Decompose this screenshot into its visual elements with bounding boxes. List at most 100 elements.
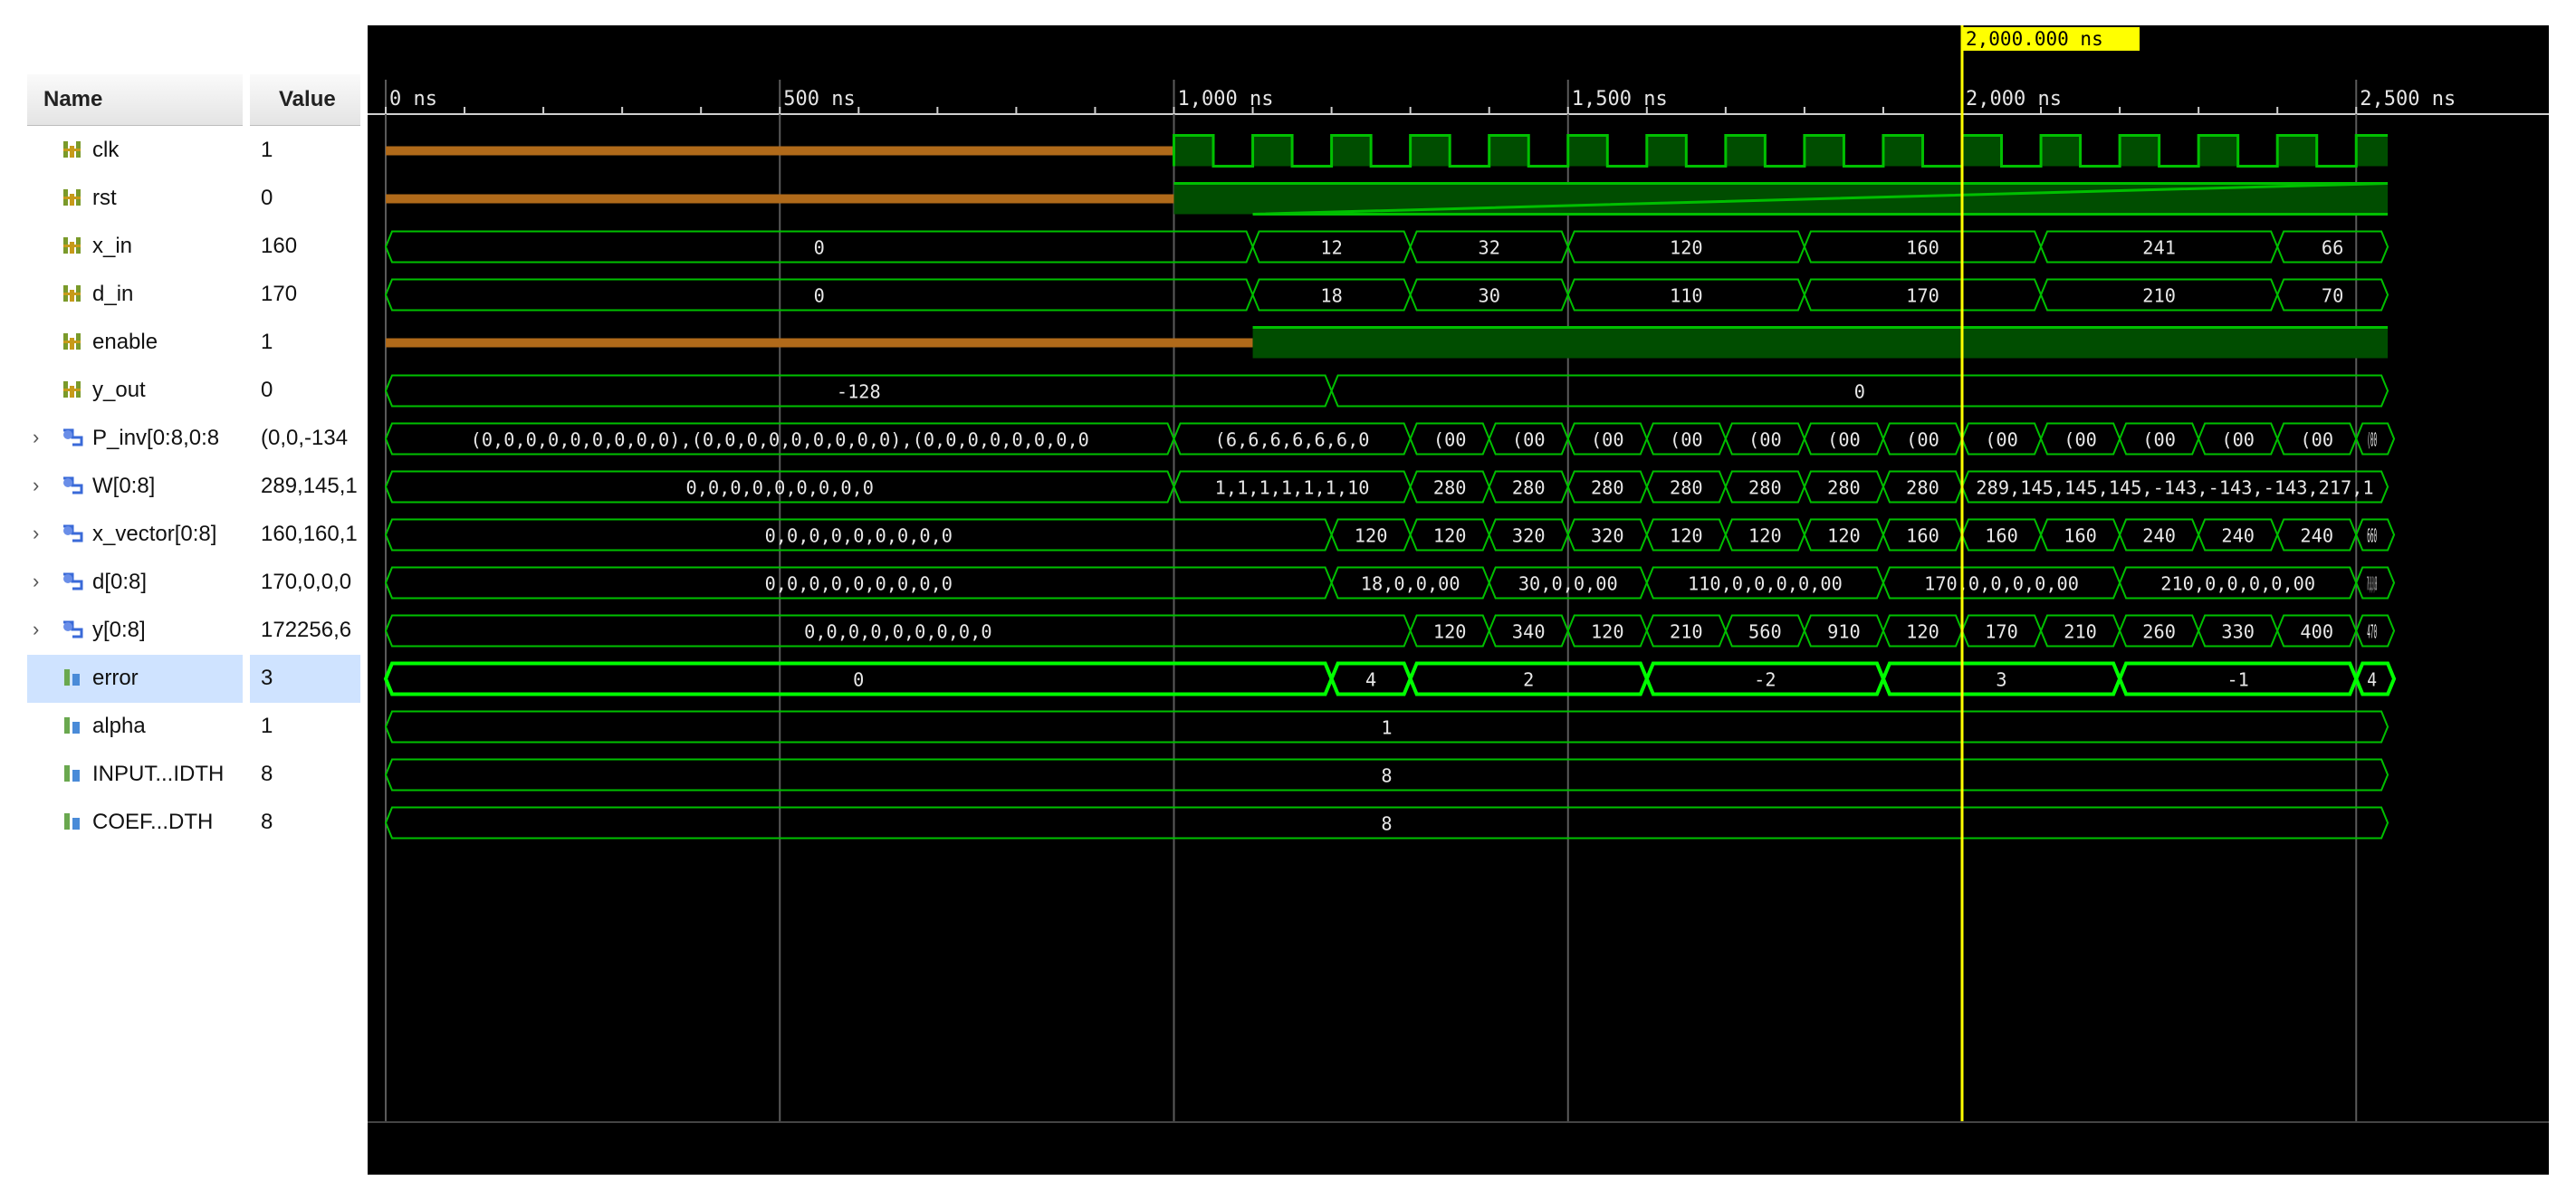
- waveform-scroll-area[interactable]: [368, 1121, 2549, 1175]
- signal-value: 170,0,0,0: [261, 570, 352, 594]
- bus-value-label: 1: [1381, 717, 1392, 739]
- scalar-signal-icon: [63, 189, 81, 206]
- bus-segment: [2355, 614, 2396, 648]
- bus-value-label: 0,0,0,0,0,0,0,0,0: [765, 525, 953, 547]
- bus-value-label: 320: [1512, 525, 1546, 547]
- parameter-icon: [64, 813, 80, 830]
- signal-name: P_inv[0:8,0:8: [92, 426, 220, 450]
- value-column-header[interactable]: Value: [279, 87, 336, 111]
- bus-value-label: 4: [1365, 669, 1376, 691]
- array-signal-icon: [63, 476, 83, 494]
- bit-high-fill: [1252, 327, 2389, 359]
- undefined-value-bar: [386, 194, 1174, 204]
- signal-name: COEF...DTH: [92, 810, 214, 834]
- bus-value-label: 0: [853, 669, 864, 691]
- array-signal-icon: [63, 524, 83, 542]
- clock-high-fill: [2198, 135, 2238, 167]
- clock-high-fill: [1173, 135, 1214, 167]
- expand-chevron-icon[interactable]: ›: [33, 426, 40, 448]
- bus-value-label: 120: [1670, 525, 1703, 547]
- time-cursor-label: 2,000.000 ns: [1966, 28, 2103, 50]
- clock-high-fill: [1331, 135, 1372, 167]
- signal-row[interactable]: ›W[0:8]289,145,1: [27, 463, 366, 511]
- bus-value-label: 120: [1433, 525, 1467, 547]
- bus-value-label: 240: [2221, 525, 2255, 547]
- bus-value-label: 120: [1906, 621, 1939, 643]
- signal-name: d[0:8]: [92, 570, 148, 594]
- signal-row[interactable]: COEF...DTH 8: [27, 799, 366, 847]
- clock-high-fill: [1410, 135, 1451, 167]
- signal-value: (0,0,-134: [261, 426, 349, 450]
- bus-value-label: (6,6,6,6,6,6,0: [1215, 429, 1370, 451]
- bus-value-label: 120: [1748, 525, 1782, 547]
- signal-row[interactable]: ›y[0:8]172256,6: [27, 607, 366, 655]
- signal-name: y_out: [92, 378, 146, 402]
- bus-value-label: 210: [1670, 621, 1703, 643]
- bus-value-label: 160: [1906, 525, 1939, 547]
- signal-value: 3: [261, 666, 273, 690]
- bus-value-label: -1: [2226, 669, 2248, 691]
- array-signal-icon: [63, 572, 83, 590]
- bus-value-label: 280: [1670, 477, 1703, 499]
- expand-chevron-icon[interactable]: ›: [33, 618, 40, 640]
- bus-value-label: (00: [2221, 429, 2255, 451]
- bus-value-label: 0: [814, 285, 825, 307]
- bus-value-label: 30,0,0,00: [1518, 573, 1618, 595]
- expand-chevron-icon[interactable]: ›: [33, 570, 40, 592]
- panel-wave-divider[interactable]: [360, 25, 368, 1173]
- bus-value-label: 170,0,0,0,0,00: [1924, 573, 2079, 595]
- signal-row[interactable]: › P_inv[0:8,0:8 (0,0,-134: [27, 415, 366, 463]
- bus-value-label: 160: [1985, 525, 2018, 547]
- bus-value-label: 120: [1827, 525, 1861, 547]
- name-column-header[interactable]: Name: [43, 87, 103, 111]
- bus-value-label: 260: [2142, 621, 2176, 643]
- bus-value-label: 160: [1906, 237, 1939, 259]
- signal-name: INPUT...IDTH: [92, 762, 225, 786]
- signal-value: 8: [261, 810, 273, 834]
- signal-name: rst: [92, 186, 117, 210]
- bus-segment: [2355, 566, 2396, 600]
- bus-value-label: (00: [1512, 429, 1546, 451]
- signal-row[interactable]: › d[0:8] 170,0,0,0: [27, 559, 366, 607]
- bus-value-label: 910: [1827, 621, 1861, 643]
- clock-high-fill: [1646, 135, 1687, 167]
- expand-chevron-icon[interactable]: ›: [33, 474, 40, 496]
- clock-high-fill: [1567, 135, 1608, 167]
- bus-value-label: 280: [1906, 477, 1939, 499]
- bus-signal-icon: [63, 237, 81, 254]
- signal-value: 1: [261, 714, 273, 738]
- bus-segment: [384, 806, 2389, 840]
- bus-value-label: (0,0,0,0,0,0,0,0,0),(0,0,0,0,0,0,0,0,0),…: [471, 429, 1089, 451]
- bus-value-label: 8: [1381, 813, 1392, 835]
- time-ruler-label: 500 ns: [783, 88, 855, 110]
- bus-value-label: 70: [2322, 285, 2343, 307]
- signal-row[interactable]: alpha 1: [27, 703, 366, 751]
- name-value-divider[interactable]: [243, 25, 250, 1173]
- bus-value-label: 170: [1906, 285, 1939, 307]
- bus-segment: [1960, 470, 2389, 504]
- time-ruler-label: 2,000 ns: [1966, 88, 2062, 110]
- signal-name: d_in: [92, 282, 134, 306]
- time-ruler-label: 1,000 ns: [1178, 88, 1274, 110]
- bus-segment: [2276, 230, 2389, 264]
- signal-name: x_in: [92, 234, 133, 258]
- clock-high-fill: [1725, 135, 1766, 167]
- signal-value: 1: [261, 330, 273, 354]
- bus-value-label: 210: [2064, 621, 2097, 643]
- clock-waveform: [1173, 134, 2389, 168]
- signal-name: alpha: [92, 714, 146, 738]
- parameter-icon: [64, 765, 80, 782]
- bus-value-label: 320: [1591, 525, 1624, 547]
- signal-row[interactable]: ›x_vector[0:8]160,160,1: [27, 511, 366, 559]
- expand-chevron-icon[interactable]: ›: [33, 522, 40, 544]
